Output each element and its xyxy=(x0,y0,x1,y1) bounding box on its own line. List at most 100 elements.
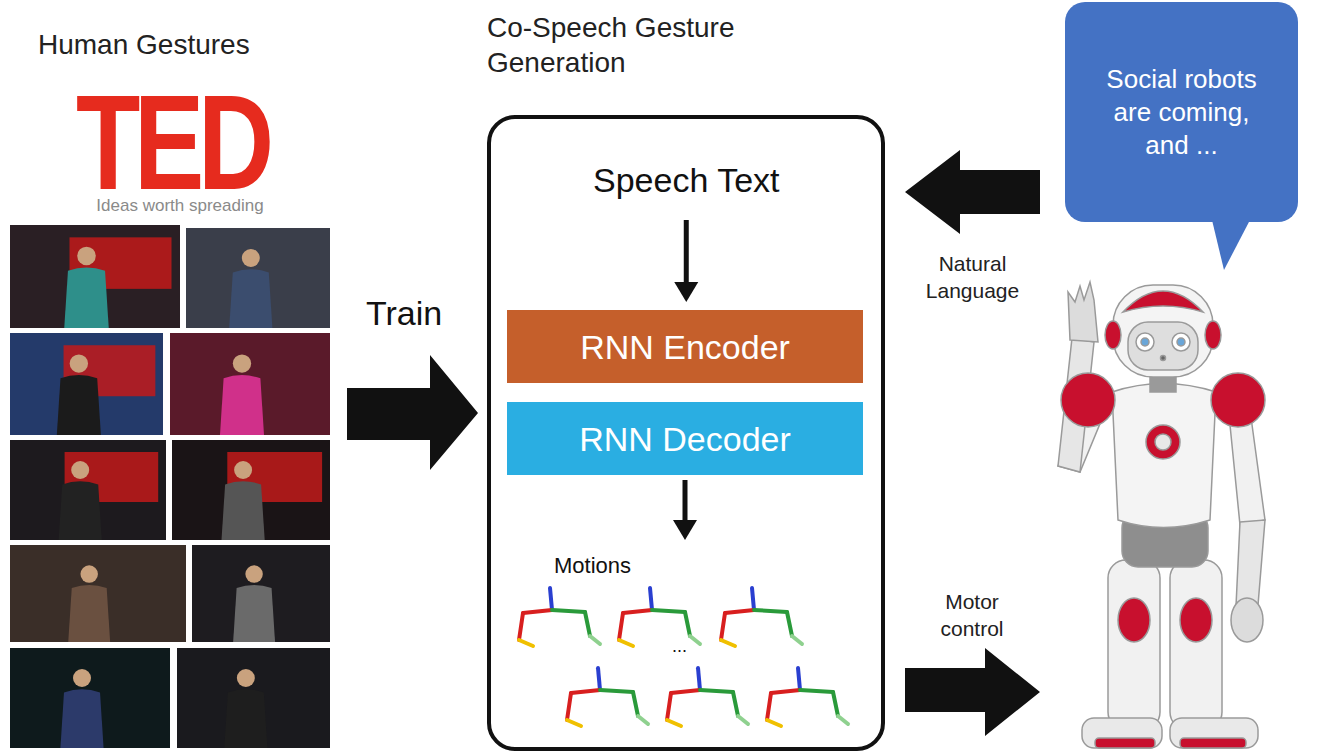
skeleton-pose xyxy=(519,588,600,646)
speaker-photo xyxy=(10,545,186,642)
speech-text-node: Speech Text xyxy=(589,160,784,200)
speaker-body xyxy=(222,481,265,540)
skeleton-pose xyxy=(667,668,748,726)
art-path xyxy=(1123,291,1203,312)
speaker-photo xyxy=(10,225,180,328)
ted-photo-grid xyxy=(10,225,330,748)
speaker-head xyxy=(80,565,97,582)
skeleton-pose xyxy=(619,588,700,646)
flow-arrow xyxy=(674,220,698,302)
photo-background xyxy=(10,440,166,540)
ted-slogan: Ideas worth spreading xyxy=(75,196,285,216)
speaker-body xyxy=(224,689,267,748)
speaker-body xyxy=(233,585,275,642)
photo-background xyxy=(186,228,330,328)
speaker-head xyxy=(245,565,262,582)
arrow-head xyxy=(673,520,697,540)
speech-bubble: Social robots are coming, and ... xyxy=(1065,2,1298,222)
speech-bubble-tail xyxy=(1212,220,1250,270)
speaker-photo xyxy=(10,440,166,540)
train-arrow xyxy=(347,355,478,470)
photo-background xyxy=(10,225,180,328)
motion-skeletons xyxy=(519,588,848,726)
art-circle xyxy=(1136,333,1154,351)
train-label: Train xyxy=(366,292,442,334)
art-rect xyxy=(1128,322,1198,370)
module-label: RNN Decoder xyxy=(579,419,791,459)
art-circle xyxy=(1155,434,1171,450)
photo-background xyxy=(10,333,163,435)
speaker-head xyxy=(71,461,89,479)
art-ellipse xyxy=(1105,321,1121,349)
skeleton-pose xyxy=(567,668,648,726)
art-path xyxy=(1068,282,1098,342)
art-circle xyxy=(1161,356,1166,361)
art-rect xyxy=(1180,738,1246,748)
speaker-photo xyxy=(177,648,330,748)
speaker-body xyxy=(59,481,102,540)
speaker-body xyxy=(57,375,101,435)
output-label: Motions xyxy=(554,553,631,579)
art-circle xyxy=(1146,425,1180,459)
arrow-label: Natural Language xyxy=(905,250,1040,304)
speech-text: Social robots are coming, and ... xyxy=(1102,63,1262,162)
photo-background xyxy=(10,545,186,642)
art-rect xyxy=(1170,560,1222,730)
skeleton-pose xyxy=(721,588,802,646)
art-circle xyxy=(1172,333,1190,351)
flow-arrow xyxy=(905,150,1040,234)
nao-robot xyxy=(1058,282,1265,748)
art-rect xyxy=(1082,718,1162,748)
motor-control-arrow xyxy=(905,648,1040,736)
ted-logo: TED xyxy=(76,75,268,210)
speaker-head xyxy=(234,461,252,479)
arrow-shaft xyxy=(684,220,689,284)
photo-background xyxy=(10,648,170,748)
speaker-head xyxy=(237,669,255,687)
speaker-photo xyxy=(170,333,330,435)
art-rect xyxy=(1170,718,1258,748)
speaker-photo xyxy=(192,545,330,642)
art-rect xyxy=(1113,285,1213,377)
photo-background xyxy=(172,440,330,540)
art-rect xyxy=(1108,560,1160,730)
art-circle xyxy=(1141,338,1149,346)
flow-arrow xyxy=(673,480,697,540)
arrow-label: Motor control xyxy=(922,588,1022,642)
photo-background xyxy=(192,545,330,642)
photo-background xyxy=(170,333,330,435)
speaker-photo xyxy=(186,228,330,328)
art-path xyxy=(1112,384,1216,528)
speaker-photo xyxy=(172,440,330,540)
art-rect xyxy=(1095,738,1155,748)
speaker-head xyxy=(77,247,96,266)
block-arrow xyxy=(905,150,1040,234)
art-circle xyxy=(1177,338,1185,346)
box-heading: Co-Speech Gesture Generation xyxy=(487,10,807,80)
speaker-body xyxy=(229,269,272,328)
art-circle xyxy=(1211,373,1265,427)
speaker-head xyxy=(242,249,260,267)
speaker-body xyxy=(64,267,108,328)
speaker-body xyxy=(220,375,264,435)
art-path xyxy=(1236,520,1265,606)
art-circle xyxy=(1061,373,1115,427)
input-label: Speech Text xyxy=(589,160,784,200)
decoder-box: RNN Decoder xyxy=(507,402,863,475)
art-ellipse xyxy=(1205,321,1221,349)
speaker-photo xyxy=(10,333,163,435)
skeleton-pose xyxy=(767,668,848,726)
photo-background xyxy=(177,648,330,748)
arrow-shaft xyxy=(683,480,688,522)
art-ellipse xyxy=(1231,598,1263,642)
encoder-box: RNN Encoder xyxy=(507,310,863,383)
section-heading: Human Gestures xyxy=(38,28,250,62)
speaker-head xyxy=(73,669,91,687)
ellipsis-mark: ... xyxy=(672,636,687,656)
art-ellipse xyxy=(1180,598,1212,642)
motions-area: Motions xyxy=(514,545,866,740)
arrow-head xyxy=(674,282,698,302)
speaker-body xyxy=(68,585,110,642)
art-ellipse xyxy=(1118,598,1150,642)
